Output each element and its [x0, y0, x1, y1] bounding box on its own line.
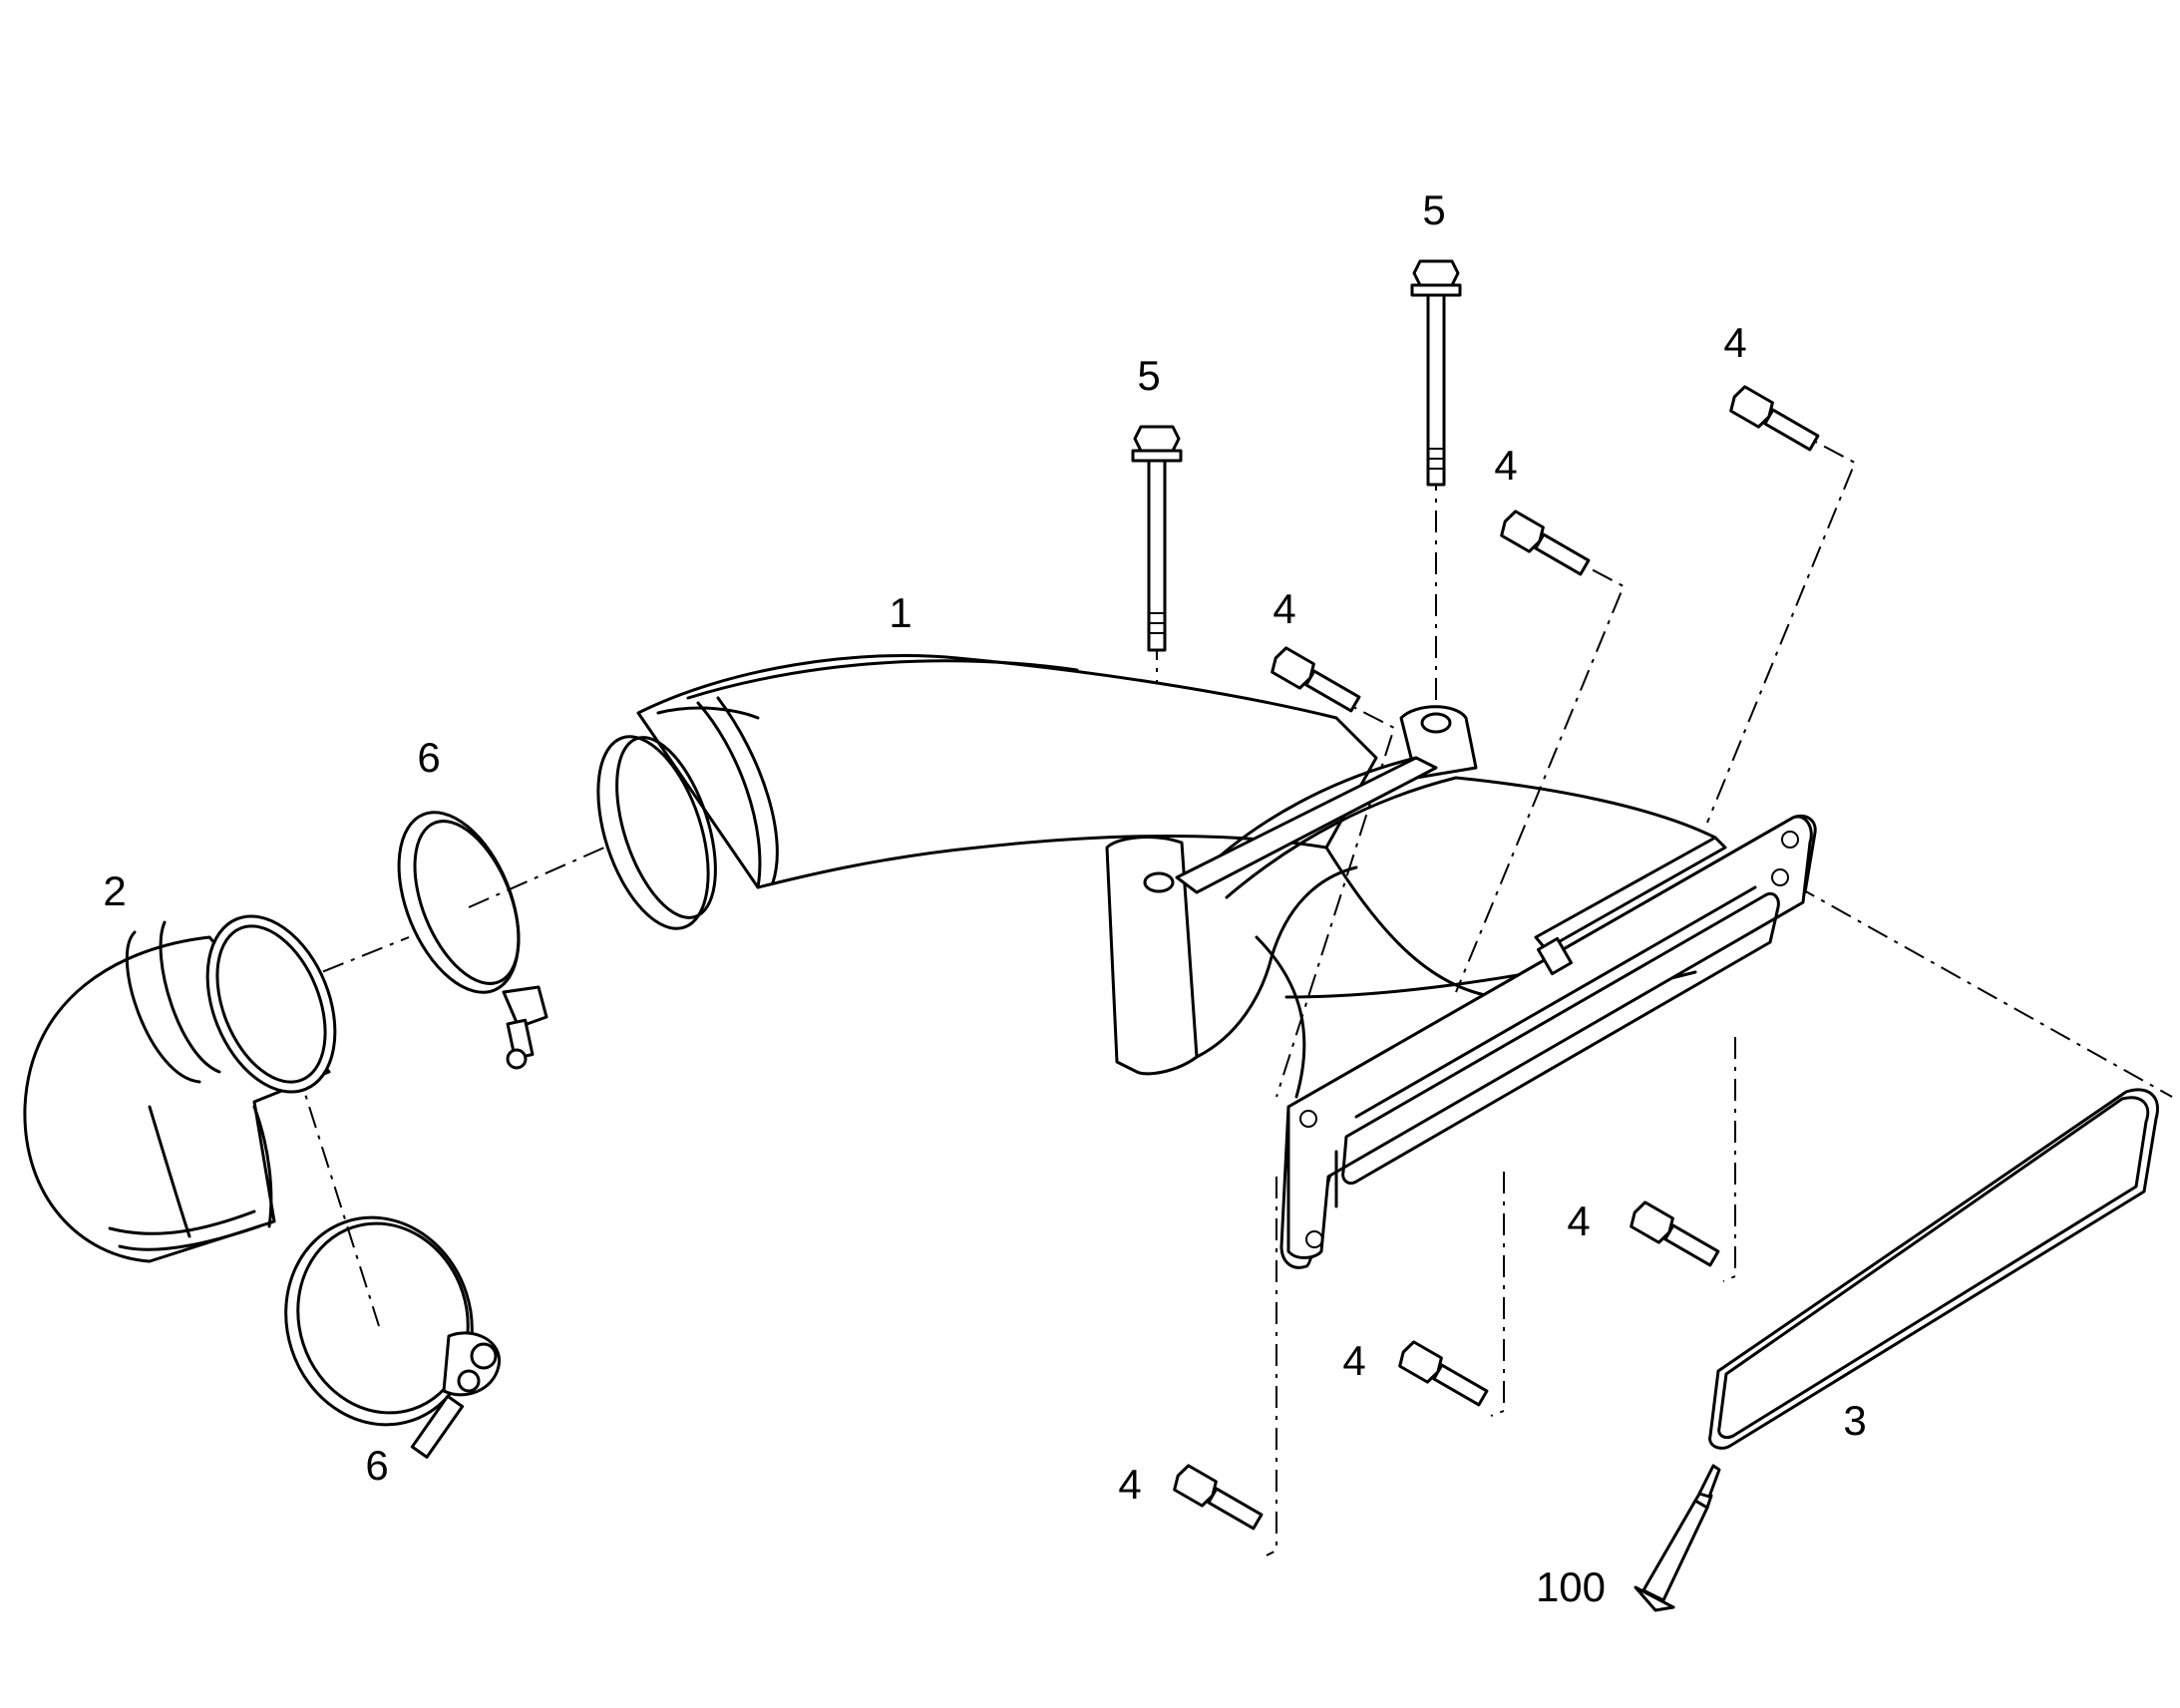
short-bolt-d [1630, 1200, 1720, 1267]
flange-gasket [1708, 1088, 2159, 1450]
callout-4-c: 4 [1723, 319, 1746, 366]
outlet-flange [1279, 814, 1817, 1269]
callout-4-f: 4 [1118, 1461, 1141, 1508]
intake-tube-manifold [596, 653, 1727, 1099]
callout-4-d: 4 [1567, 1197, 1590, 1244]
hose-clamp-lower [284, 1215, 501, 1459]
hose-clamp-upper [397, 811, 548, 1070]
callout-5-b: 5 [1422, 186, 1445, 233]
callout-1: 1 [889, 589, 911, 636]
long-bolt-left [1131, 425, 1183, 652]
callout-6-a: 6 [417, 734, 440, 781]
short-bolt-c [1729, 385, 1820, 452]
callout-2: 2 [103, 867, 126, 914]
assembly-center-lines [270, 426, 2173, 1556]
callout-4-a: 4 [1272, 585, 1295, 632]
callout-4-e: 4 [1342, 1337, 1365, 1384]
long-bolt-right [1410, 259, 1462, 487]
short-bolt-b [1500, 510, 1591, 576]
short-bolt-a [1271, 646, 1361, 713]
callout-5-a: 5 [1137, 352, 1160, 399]
callout-6-b: 6 [365, 1442, 388, 1489]
callout-3: 3 [1843, 1397, 1866, 1444]
callout-100: 100 [1536, 1563, 1606, 1610]
sealant-tube [1634, 1464, 1721, 1612]
elbow-hose [23, 914, 337, 1263]
short-bolt-e [1398, 1340, 1489, 1407]
short-bolt-f [1173, 1464, 1264, 1531]
callout-labels: 1 2 3 4 4 4 4 4 4 5 5 6 6 100 [103, 186, 1866, 1610]
callout-4-b: 4 [1494, 442, 1517, 489]
